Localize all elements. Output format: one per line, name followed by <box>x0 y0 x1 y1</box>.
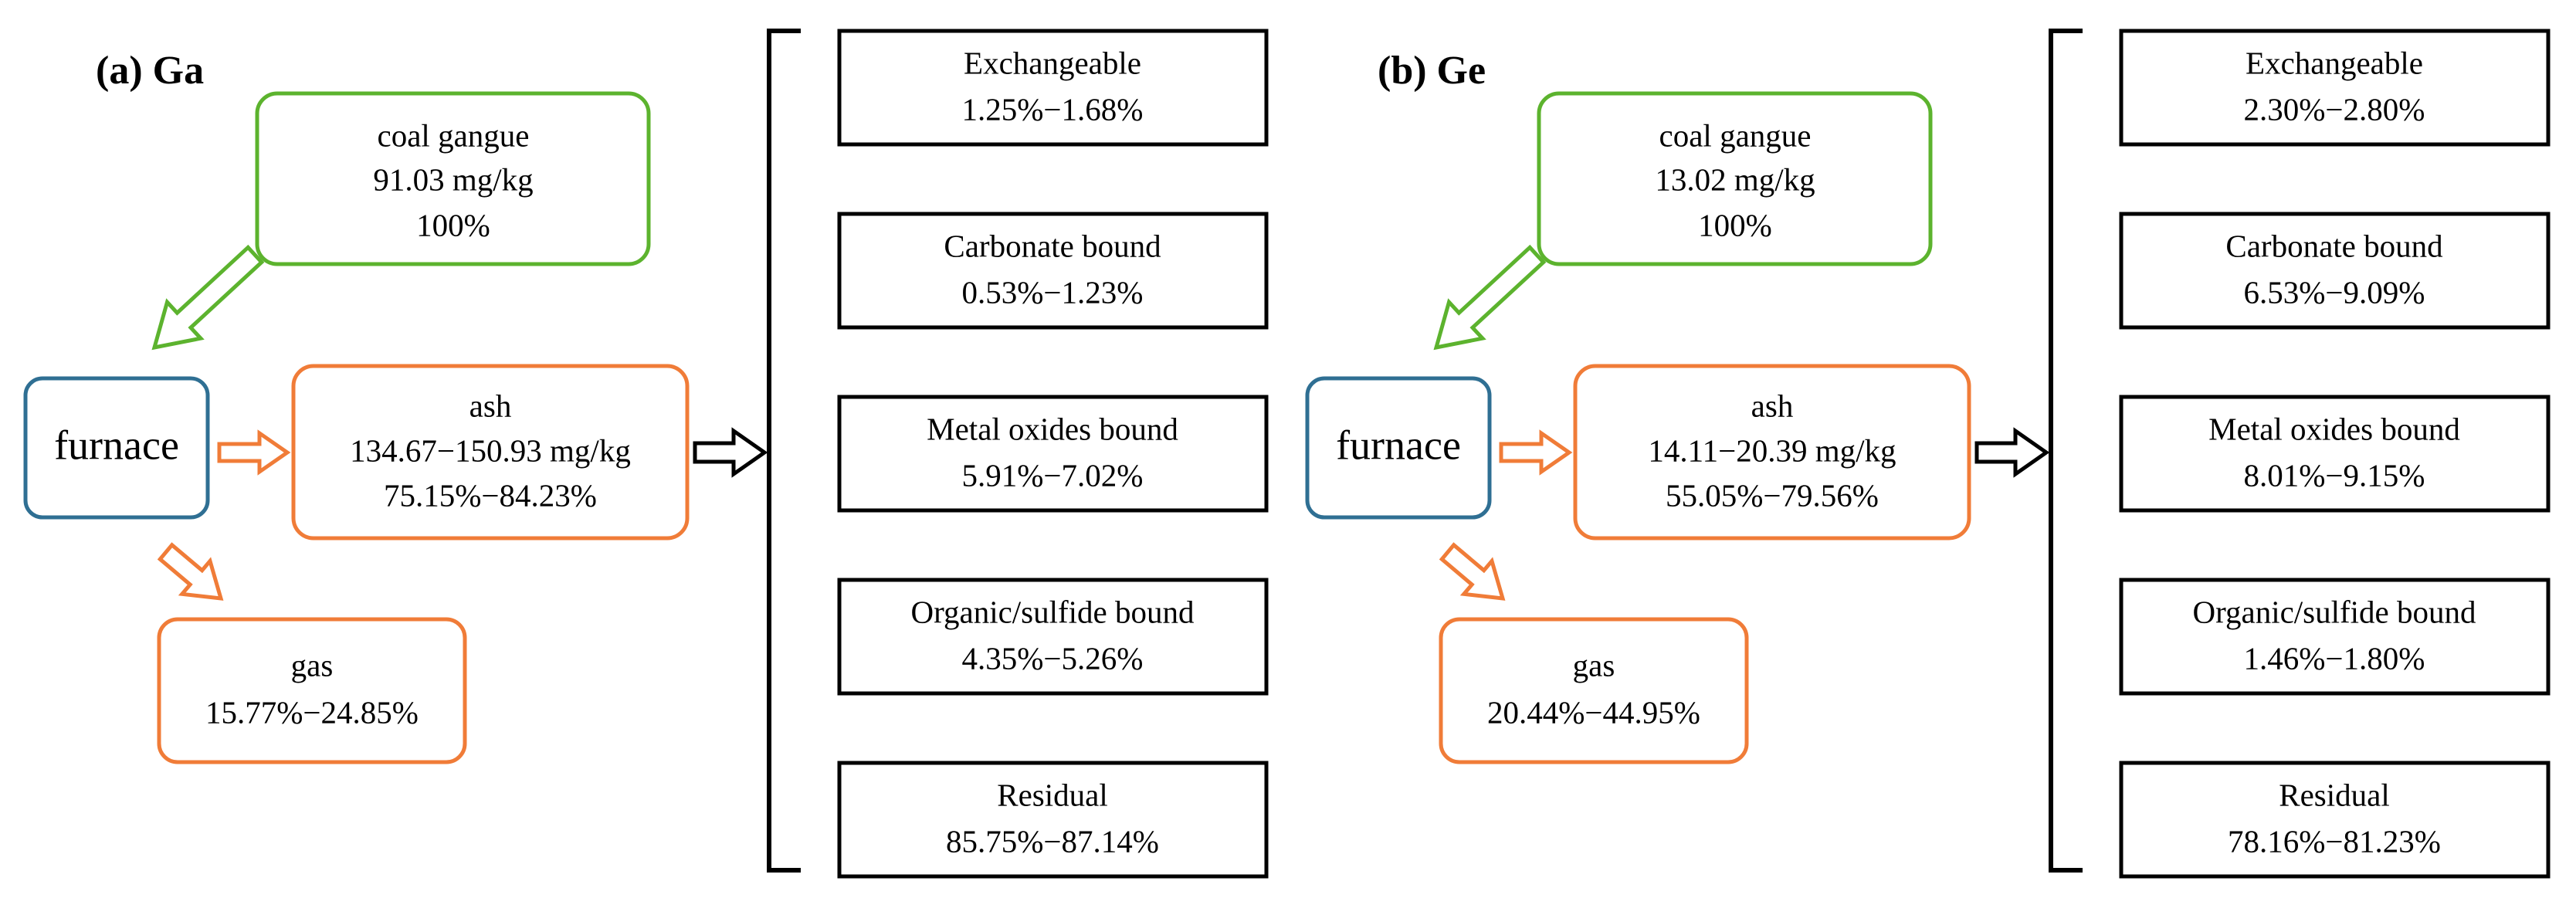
furnace-to-gas-arrow <box>157 542 224 601</box>
panel-title: (a) Ga <box>96 49 204 93</box>
fraction-name: Organic/sulfide bound <box>2192 594 2476 629</box>
fraction-node: Metal oxides bound 8.01%−9.15% <box>2119 395 2551 513</box>
ash-label: ash <box>469 388 512 423</box>
gas-percent: 15.77%−24.85% <box>205 694 419 730</box>
ash-box <box>1573 364 1971 541</box>
fraction-box <box>2119 29 2551 147</box>
ash-node: ash 134.67−150.93 mg/kg 75.15%−84.23% <box>291 364 690 541</box>
panel-b-ge: (b) Ge coal gangue 13.02 mg/kg 100% furnace a… <box>1305 29 2551 879</box>
coal-to-furnace-arrow <box>1433 244 1547 351</box>
fraction-name: Residual <box>2279 777 2389 812</box>
gas-node: gas 20.44%−44.95% <box>1439 617 1749 764</box>
furnace-node: furnace <box>1305 376 1492 520</box>
gas-label: gas <box>1573 647 1615 683</box>
fraction-range: 4.35%−5.26% <box>962 640 1144 676</box>
panel-a-ga: (a) Ga coal gangue 91.03 mg/kg 100% furnace a… <box>23 29 1269 879</box>
coal-gangue-node: coal gangue 91.03 mg/kg 100% <box>255 91 651 266</box>
fraction-box <box>837 578 1269 696</box>
ash-percent: 75.15%−84.23% <box>384 477 597 513</box>
fraction-node: Residual 85.75%−87.14% <box>837 761 1269 879</box>
fraction-node: Organic/sulfide bound 4.35%−5.26% <box>837 578 1269 696</box>
fraction-range: 85.75%−87.14% <box>946 823 1159 859</box>
gas-node: gas 15.77%−24.85% <box>157 617 467 764</box>
ash-to-fractions-arrow <box>1974 427 2050 478</box>
fractions-bracket <box>767 29 801 873</box>
fraction-box <box>2119 395 2551 513</box>
fraction-name: Carbonate bound <box>944 228 1161 263</box>
furnace-to-ash-arrow <box>1499 429 1573 476</box>
coal-gangue-content: 13.02 mg/kg <box>1655 161 1815 197</box>
fraction-node: Organic/sulfide bound 1.46%−1.80% <box>2119 578 2551 696</box>
furnace-label: furnace <box>54 422 179 468</box>
fraction-range: 1.25%−1.68% <box>962 91 1144 127</box>
fraction-range: 78.16%−81.23% <box>2228 823 2441 859</box>
fraction-box <box>2119 212 2551 330</box>
gas-percent: 20.44%−44.95% <box>1487 694 1700 730</box>
fraction-range: 2.30%−2.80% <box>2244 91 2425 127</box>
ash-label: ash <box>1751 388 1794 423</box>
fraction-box <box>837 29 1269 147</box>
fraction-box <box>837 761 1269 879</box>
fraction-node: Exchangeable 1.25%−1.68% <box>837 29 1269 147</box>
fraction-box <box>2119 578 2551 696</box>
fraction-box <box>837 395 1269 513</box>
coal-gangue-box <box>255 91 651 266</box>
coal-gangue-content: 91.03 mg/kg <box>373 161 533 197</box>
fractions-bracket <box>2049 29 2083 873</box>
furnace-to-ash-arrow <box>217 429 291 476</box>
fraction-box <box>837 212 1269 330</box>
fraction-node: Metal oxides bound 5.91%−7.02% <box>837 395 1269 513</box>
coal-to-furnace-arrow <box>151 244 265 351</box>
gas-box <box>157 617 467 764</box>
fraction-name: Carbonate bound <box>2225 228 2442 263</box>
fraction-box <box>2119 761 2551 879</box>
fraction-name: Residual <box>997 777 1107 812</box>
fraction-node: Residual 78.16%−81.23% <box>2119 761 2551 879</box>
fraction-range: 0.53%−1.23% <box>962 274 1144 310</box>
coal-gangue-label: coal gangue <box>1659 117 1812 153</box>
panel-title: (b) Ge <box>1378 49 1486 93</box>
ash-node: ash 14.11−20.39 mg/kg 55.05%−79.56% <box>1573 364 1971 541</box>
fraction-node: Carbonate bound 0.53%−1.23% <box>837 212 1269 330</box>
ash-box <box>291 364 690 541</box>
fraction-name: Metal oxides bound <box>2208 411 2460 446</box>
furnace-box <box>1305 376 1492 520</box>
ash-to-fractions-arrow <box>693 427 768 478</box>
ash-content: 14.11−20.39 mg/kg <box>1648 432 1896 468</box>
fraction-name: Organic/sulfide bound <box>910 594 1194 629</box>
coal-gangue-percent: 100% <box>1698 207 1772 242</box>
fraction-range: 6.53%−9.09% <box>2244 274 2425 310</box>
ash-percent: 55.05%−79.56% <box>1666 477 1879 513</box>
fraction-range: 1.46%−1.80% <box>2244 640 2425 676</box>
fraction-name: Exchangeable <box>964 45 1141 80</box>
fraction-range: 5.91%−7.02% <box>962 457 1144 493</box>
ash-content: 134.67−150.93 mg/kg <box>350 432 631 468</box>
furnace-node: furnace <box>23 376 210 520</box>
fraction-name: Metal oxides bound <box>927 411 1178 446</box>
gas-box <box>1439 617 1749 764</box>
fraction-node: Carbonate bound 6.53%−9.09% <box>2119 212 2551 330</box>
coal-gangue-box <box>1537 91 1933 266</box>
gas-label: gas <box>291 647 334 683</box>
coal-gangue-percent: 100% <box>416 207 490 242</box>
fraction-node: Exchangeable 2.30%−2.80% <box>2119 29 2551 147</box>
fraction-range: 8.01%−9.15% <box>2244 457 2425 493</box>
furnace-to-gas-arrow <box>1439 542 1506 601</box>
coal-gangue-node: coal gangue 13.02 mg/kg 100% <box>1537 91 1933 266</box>
coal-gangue-label: coal gangue <box>378 117 530 153</box>
furnace-label: furnace <box>1336 422 1461 468</box>
fraction-name: Exchangeable <box>2246 45 2423 80</box>
furnace-box <box>23 376 210 520</box>
